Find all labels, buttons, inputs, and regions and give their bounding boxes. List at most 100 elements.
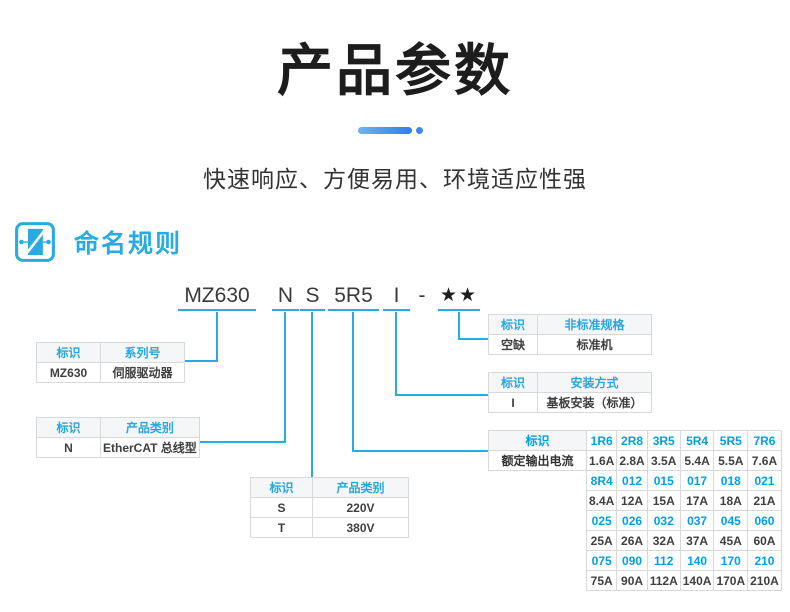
table-header-row: 标识产品类别 bbox=[250, 477, 409, 498]
current-value-cell: 45A bbox=[713, 530, 749, 551]
table-cell: 基板安装（标准） bbox=[537, 392, 652, 413]
current-code-cell: 025 bbox=[585, 510, 618, 531]
column-header: 标识 bbox=[36, 342, 101, 363]
spacer-cell bbox=[489, 551, 587, 571]
table-cell: I bbox=[488, 392, 538, 413]
table-cell: EtherCAT 总线型 bbox=[100, 437, 200, 458]
current-value-cell: 37A bbox=[679, 530, 715, 551]
current-value-cell: 3.5A bbox=[646, 450, 681, 471]
current-value-cell: 8.4A bbox=[585, 490, 618, 511]
connector-line bbox=[352, 312, 354, 452]
current-value-cell: 75A bbox=[585, 570, 618, 591]
section-title: 命名规则 bbox=[74, 230, 183, 258]
spacer-cell bbox=[489, 571, 587, 591]
current-code-cell: 2R8 bbox=[616, 430, 648, 451]
table-header-row: 标识非标准规格 bbox=[488, 314, 652, 335]
spacer-cell bbox=[489, 471, 587, 491]
current-value-cell: 112A bbox=[646, 570, 681, 591]
table-cell: N bbox=[36, 437, 101, 458]
model-segment-category: N bbox=[272, 283, 299, 311]
current-value-cell: 60A bbox=[747, 530, 782, 551]
model-segment-current: 5R5 bbox=[328, 283, 379, 311]
current-label-header: 标识 bbox=[488, 430, 587, 451]
current-code-cell: 018 bbox=[713, 470, 749, 491]
spacer-cell bbox=[489, 531, 587, 551]
current-code-cell: 8R4 bbox=[585, 470, 618, 491]
nonstandard-spec-table: 标识非标准规格空缺标准机 bbox=[488, 314, 652, 355]
connector-line bbox=[395, 312, 397, 396]
section-header: 命名规则 bbox=[14, 221, 182, 263]
column-header: 产品类别 bbox=[100, 417, 200, 438]
page-subtitle: 快速响应、方便易用、环境适应性强 bbox=[203, 166, 587, 192]
current-label: 额定输出电流 bbox=[488, 450, 587, 471]
current-code-cell: 060 bbox=[747, 510, 782, 531]
column-header: 标识 bbox=[36, 417, 101, 438]
table-cell: 标准机 bbox=[537, 334, 652, 355]
model-segment-mounting: I bbox=[383, 283, 410, 311]
column-header: 产品类别 bbox=[312, 477, 409, 498]
current-code-cell: 012 bbox=[616, 470, 648, 491]
column-header: 非标准规格 bbox=[537, 314, 652, 335]
table-header-row: 标识系列号 bbox=[36, 342, 185, 363]
connector-line bbox=[352, 450, 490, 452]
current-value-cell: 12A bbox=[616, 490, 648, 511]
current-code-cell: 021 bbox=[747, 470, 782, 491]
model-segment-nonstandard: ★★ bbox=[438, 283, 480, 311]
spacer-cell bbox=[489, 491, 587, 511]
column-header: 标识 bbox=[488, 372, 538, 393]
table-row: 空缺标准机 bbox=[488, 334, 652, 355]
model-segment-voltage: S bbox=[300, 283, 325, 311]
column-header: 标识 bbox=[250, 477, 313, 498]
model-segment-dash: - bbox=[418, 284, 426, 307]
current-value-cell: 140A bbox=[679, 570, 715, 591]
current-value-cell: 15A bbox=[646, 490, 681, 511]
current-code-cell: 037 bbox=[679, 510, 715, 531]
current-code-cell: 075 bbox=[585, 550, 618, 571]
current-code-cell: 032 bbox=[646, 510, 681, 531]
connector-line bbox=[458, 312, 460, 340]
table-cell: 380V bbox=[312, 517, 409, 538]
current-code-cell: 090 bbox=[616, 550, 648, 571]
servo-drive-icon bbox=[15, 222, 55, 262]
current-code-cell: 1R6 bbox=[585, 430, 618, 451]
connector-line bbox=[284, 312, 286, 443]
current-code-cell: 170 bbox=[713, 550, 749, 571]
table-header-row: 标识安装方式 bbox=[488, 372, 652, 393]
current-value-cell: 5.4A bbox=[679, 450, 715, 471]
current-code-cell: 017 bbox=[679, 470, 715, 491]
connector-line bbox=[311, 312, 313, 478]
page-title: 产品参数 bbox=[277, 39, 513, 102]
connector-line bbox=[395, 394, 489, 396]
column-header: 系列号 bbox=[100, 342, 185, 363]
current-code-cell: 015 bbox=[646, 470, 681, 491]
current-value-cell: 32A bbox=[646, 530, 681, 551]
model-segment-series: MZ630 bbox=[178, 283, 256, 311]
spacer-cell bbox=[489, 511, 587, 531]
current-value-cell: 25A bbox=[585, 530, 618, 551]
table-cell: T bbox=[250, 517, 313, 538]
current-value-cell: 90A bbox=[616, 570, 648, 591]
table-cell: MZ630 bbox=[36, 362, 101, 383]
current-code-cell: 112 bbox=[646, 550, 681, 571]
connector-line bbox=[183, 441, 286, 443]
current-code-cell: 140 bbox=[679, 550, 715, 571]
table-cell: 空缺 bbox=[488, 334, 538, 355]
current-code-cell: 045 bbox=[713, 510, 749, 531]
current-code-cell: 026 bbox=[616, 510, 648, 531]
current-code-cell: 5R5 bbox=[713, 430, 749, 451]
